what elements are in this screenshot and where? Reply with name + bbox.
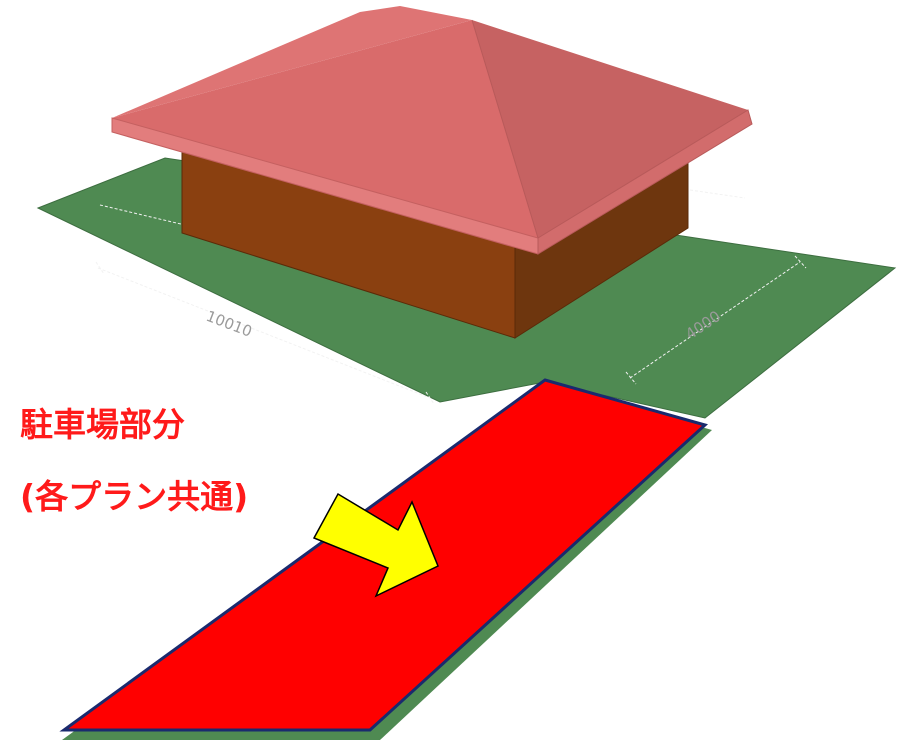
roof-face-side (472, 20, 748, 238)
dimension-lines (95, 189, 807, 405)
dimension-label-front: 10010 (204, 307, 255, 341)
roof-face-front (112, 20, 538, 238)
roof-eave-side (537, 109, 753, 255)
callout-title: 駐車場部分 (20, 405, 185, 444)
roof-ridge (471, 19, 539, 239)
roof-face-back (112, 6, 472, 118)
arrow-icon (312, 492, 439, 598)
callout-subtitle: (各プラン共通) (20, 477, 249, 516)
